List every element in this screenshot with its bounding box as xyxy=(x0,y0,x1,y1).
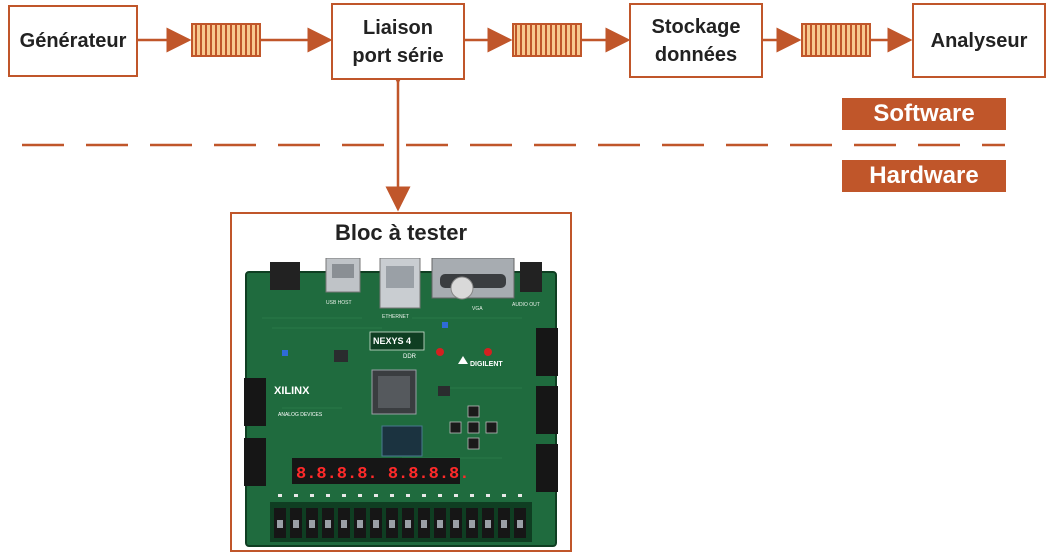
generateur-label: Générateur xyxy=(19,30,127,52)
software-label: Software xyxy=(842,98,1006,130)
analyseur-box: Analyseur xyxy=(912,3,1046,78)
slide-switches xyxy=(270,502,532,542)
liaison-box: Liaison port série xyxy=(331,3,465,80)
data-packet-2 xyxy=(512,23,582,57)
stockage-box: Stockage données xyxy=(629,3,763,78)
bloc-a-tester: Bloc à tester USB HOST ETHERNET VGA AUDI… xyxy=(230,212,572,552)
usb-host-label: USB HOST xyxy=(326,300,352,306)
stockage-label: Stockage données xyxy=(651,15,741,66)
generateur-box: Générateur xyxy=(8,5,138,77)
analyseur-label: Analyseur xyxy=(930,29,1028,52)
push-buttons xyxy=(449,405,498,450)
power-jack xyxy=(270,262,300,290)
vga-label: VGA xyxy=(472,306,483,312)
seven-segment-text: 8.8.8.8. 8.8.8.8. xyxy=(296,465,469,484)
nexys-logo: NEXYS 4 xyxy=(373,336,411,346)
pmod-right xyxy=(536,328,558,492)
seven-segment-display xyxy=(292,458,460,484)
data-packet-1 xyxy=(191,23,261,57)
xilinx-logo: XILINX xyxy=(274,385,310,397)
ddr-memory xyxy=(381,425,423,457)
liaison-label: Liaison port série xyxy=(352,16,444,67)
fpga-board-image: USB HOST ETHERNET VGA AUDIO OUT XILINX A… xyxy=(244,258,558,547)
audio-jack xyxy=(520,262,542,292)
pmod-left xyxy=(244,378,266,486)
data-packet-3 xyxy=(801,23,871,57)
ethernet-label: ETHERNET xyxy=(382,314,409,320)
analog-devices-logo: ANALOG DEVICES xyxy=(278,412,323,418)
ddr-logo: DDR xyxy=(403,354,417,360)
hardware-label: Hardware xyxy=(842,160,1006,192)
tester-title: Bloc à tester xyxy=(334,220,468,245)
buzzer xyxy=(450,276,474,300)
digilent-logo: DIGILENT xyxy=(470,361,503,368)
audio-label: AUDIO OUT xyxy=(512,302,540,308)
